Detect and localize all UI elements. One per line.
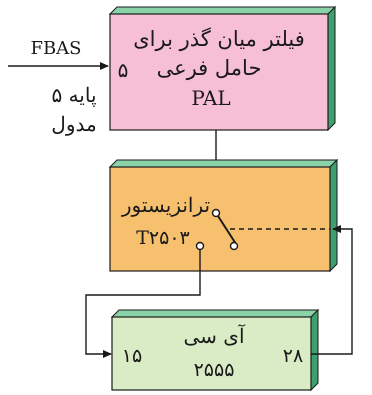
ic-block-top-edge <box>110 309 320 318</box>
input-signal: FBAS پایه ۵ مدول <box>8 38 109 136</box>
filter-block-line3: PAL <box>191 86 230 110</box>
filter-block: فیلتر میان گذر برای حامل فرعی PAL ۵ <box>108 5 337 132</box>
ic-block-line2: ۲۵۵۵ <box>194 359 235 381</box>
ic-block-side-shade <box>310 308 319 392</box>
switch-arm <box>217 215 237 245</box>
filter-input-pin-number: ۵ <box>118 58 129 82</box>
filter-block-line2: حامل فرعی <box>157 56 262 81</box>
transistor-block-top-edge <box>108 159 339 168</box>
filter-block-line1: فیلتر میان گذر برای <box>133 27 305 52</box>
ic-pin-right: ۲۸ <box>283 345 303 367</box>
filter-block-side-shade <box>327 5 336 132</box>
switch-pivot-terminal <box>211 208 221 218</box>
ic-block: آی سی ۲۵۵۵ ۱۵ ۲۸ <box>110 308 320 392</box>
transistor-block-side-shade <box>329 158 338 273</box>
input-signal-label: FBAS <box>30 38 81 59</box>
transistor-block: ترانزیستور T۲۵۰۳ <box>108 158 339 273</box>
ic-block-face <box>111 316 312 391</box>
filter-block-face <box>109 13 329 131</box>
input-pin-label-line1: پایه ۵ <box>51 83 96 107</box>
filter-block-top-edge <box>108 6 337 15</box>
transistor-block-line1: ترانزیستور <box>121 193 210 217</box>
transistor-block-line2: T۲۵۰۳ <box>136 227 190 249</box>
switch-to-ic-wire <box>85 250 201 358</box>
switch-right-terminal <box>229 241 239 251</box>
ic-pin-left: ۱۵ <box>122 345 142 367</box>
input-pin-label-line2: مدول <box>51 112 96 136</box>
ic-feedback-wire <box>311 225 353 355</box>
switch-left-terminal <box>195 241 205 251</box>
ic-block-line1: آی سی <box>184 324 246 348</box>
